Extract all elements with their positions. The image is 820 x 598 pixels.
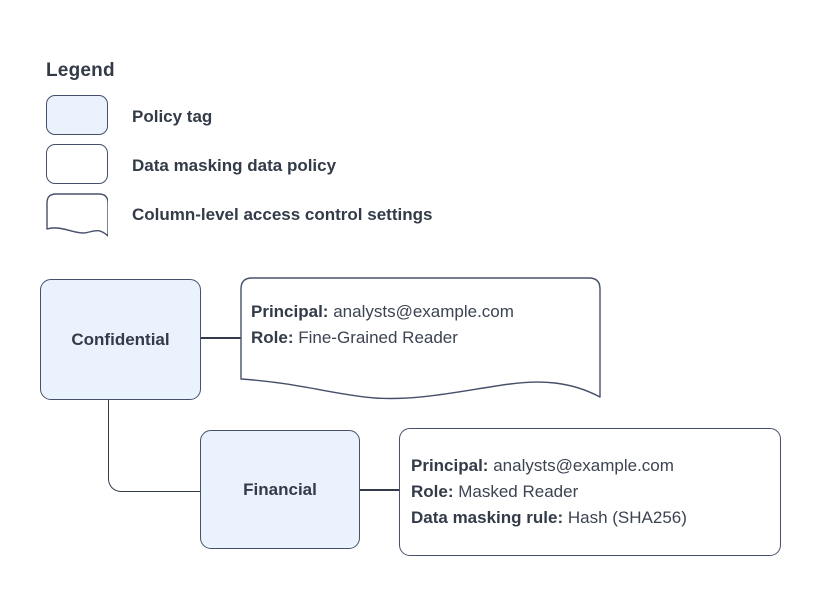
note-line-key: Principal:	[411, 456, 489, 475]
note-confidential-access[interactable]: Principal: analysts@example.com Role: Fi…	[240, 277, 601, 402]
note-financial-access[interactable]: Principal: analysts@example.com Role: Ma…	[399, 428, 781, 556]
note-line-key: Role:	[251, 328, 294, 347]
legend-item-label: Column-level access control settings	[132, 205, 433, 224]
node-label: Confidential	[71, 329, 170, 349]
note-line-value: analysts@example.com	[333, 302, 514, 321]
note-line-value: Fine-Grained Reader	[298, 328, 458, 347]
node-financial[interactable]: Financial	[200, 430, 360, 549]
legend-swatch-data-masking-icon	[46, 144, 108, 184]
legend-item-label: Data masking data policy	[132, 156, 337, 175]
note-line-key: Role:	[411, 482, 454, 501]
node-label: Financial	[243, 479, 317, 499]
note-wavy-shape-icon	[240, 277, 601, 400]
node-confidential[interactable]: Confidential	[40, 279, 201, 400]
note-line: Role: Masked Reader	[411, 479, 687, 505]
note-line-key: Data masking rule:	[411, 508, 564, 527]
note-text-block: Principal: analysts@example.com Role: Fi…	[251, 299, 593, 351]
legend-item-label: Policy tag	[132, 107, 213, 126]
note-line-value: Masked Reader	[458, 482, 579, 501]
note-line: Role: Fine-Grained Reader	[251, 325, 593, 351]
legend-title: Legend	[46, 60, 115, 81]
note-line-value: analysts@example.com	[493, 456, 674, 475]
legend-swatch-policy-tag-icon	[46, 95, 108, 135]
note-line-key: Principal:	[251, 302, 329, 321]
edge-confidential-to-access-note	[201, 337, 241, 339]
edge-financial-to-masking-note	[360, 489, 400, 491]
note-line: Principal: analysts@example.com	[251, 299, 593, 325]
note-line: Data masking rule: Hash (SHA256)	[411, 505, 687, 531]
note-line: Principal: analysts@example.com	[411, 453, 687, 479]
note-text-block: Principal: analysts@example.com Role: Ma…	[411, 453, 687, 531]
edge-confidential-to-financial	[108, 396, 204, 492]
legend-swatch-note-wavy-icon	[46, 193, 108, 237]
note-line-value: Hash (SHA256)	[567, 508, 687, 527]
